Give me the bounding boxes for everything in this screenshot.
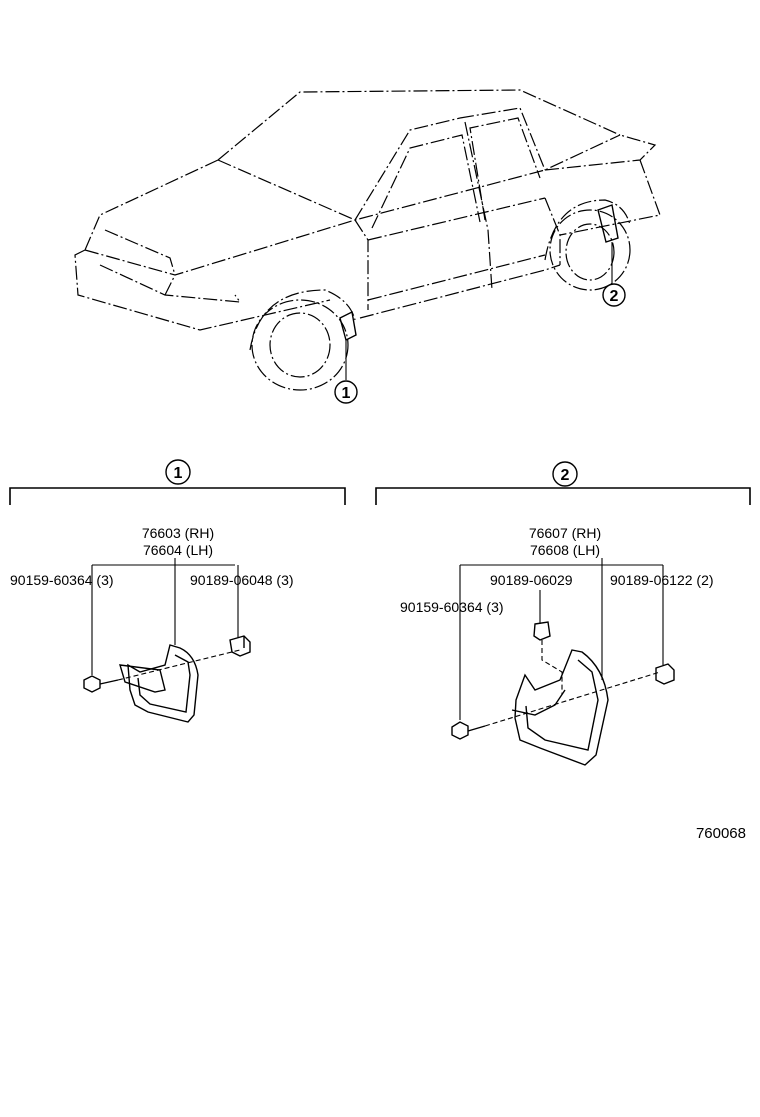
clip-b-icon xyxy=(655,663,675,685)
group-1-clip-label: 90189-06048 (3) xyxy=(190,572,294,588)
screw-icon xyxy=(83,675,119,693)
mudflap-rear-part xyxy=(511,649,609,766)
callout-1-overview: 1 xyxy=(342,385,351,402)
callout-1-circle xyxy=(334,380,358,404)
callout-2-circle xyxy=(602,283,626,307)
group-2-screw-label: 90159-60364 (3) xyxy=(400,599,504,615)
mudflap-front-part xyxy=(119,644,199,723)
group-1-front-mudguard: 1 76603 (RH) 76604 (LH) 90159-60364 (3) … xyxy=(9,459,346,723)
group-2-clip-a-label: 90189-06029 xyxy=(490,572,573,588)
group-2-part-rh: 76607 (RH) xyxy=(529,525,601,541)
callout-2-overview: 2 xyxy=(610,288,619,305)
figure-code: 760068 xyxy=(696,825,746,842)
screw-icon-2 xyxy=(451,721,486,740)
group-2-part-lh: 76608 (LH) xyxy=(530,542,600,558)
group-1-part-lh: 76604 (LH) xyxy=(143,542,213,558)
group-2-callout: 2 xyxy=(561,467,570,484)
group-2-clip-b-label: 90189-06122 (2) xyxy=(610,572,714,588)
clip-icon xyxy=(229,635,251,657)
group-1-screw-label: 90159-60364 (3) xyxy=(10,572,114,588)
group-1-callout: 1 xyxy=(174,465,183,482)
group-1-part-rh: 76603 (RH) xyxy=(142,525,214,541)
clip-a-icon xyxy=(533,621,551,641)
group-2-rear-mudguard: 2 76607 (RH) 76608 (LH) 90189-06029 9018… xyxy=(375,461,751,766)
car-illustration: 1 2 xyxy=(74,89,661,404)
